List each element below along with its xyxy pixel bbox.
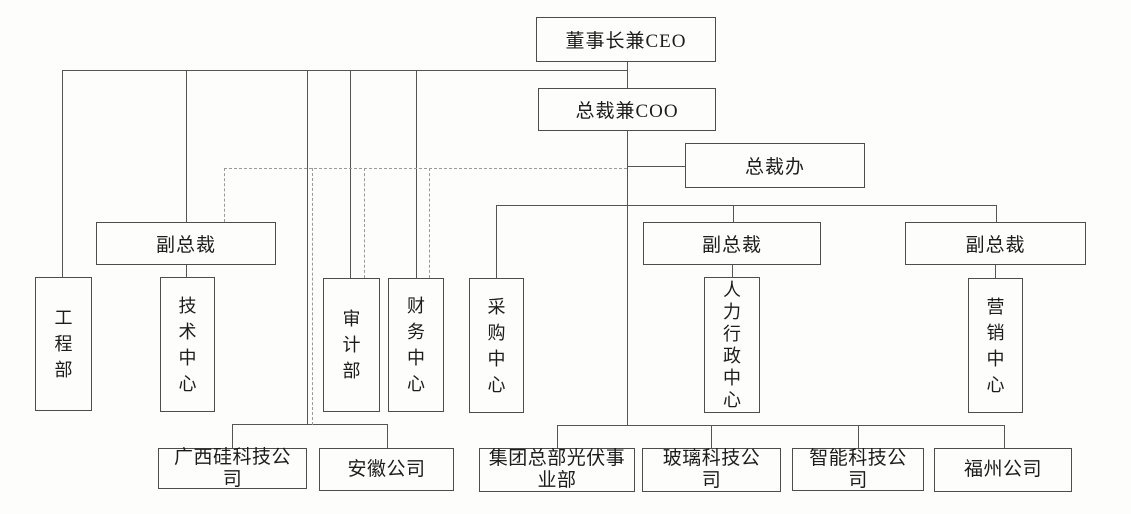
org-node-finance-center: 财务中心 [388,278,444,412]
org-node-label: 副总裁 [701,235,762,256]
dashed-audit [364,168,365,278]
connector-fuzhou [1004,425,1005,448]
org-node-engineering-dept: 工程部 [35,277,92,411]
connector-procurement [496,205,497,278]
org-node-procurement-center: 采购中心 [469,278,524,413]
org-node-ceo: 董事长兼CEO [536,17,716,62]
connector-group-pv [557,425,558,448]
org-node-label: 人力行政中心 [723,280,741,410]
org-node-label: 广西硅科技公 司 [173,446,291,490]
connector-bottom-left-rail [232,424,387,425]
connector-president-office [627,166,685,167]
connector-vp-mid-hr [732,265,733,277]
org-node-label: 董事长兼CEO [565,31,687,52]
org-node-glass-tech: 玻璃科技公 司 [642,448,781,492]
connector-smart [858,425,859,448]
org-node-group-pv: 集团总部光伏事 业部 [479,448,635,492]
org-node-label: 工程部 [54,308,73,380]
connector-glass [711,425,712,448]
dashed-vp-left [224,168,225,222]
org-node-label: 采购中心 [487,296,506,395]
connector-ceo-coo [627,62,628,88]
org-node-label: 玻璃科技公 司 [662,448,761,491]
org-node-label: 安徽公司 [347,458,426,480]
connector-audit [350,70,351,278]
connector-engineering [62,70,63,277]
org-node-label: 总裁兼COO [575,101,679,122]
org-node-guangxi-silicon: 广西硅科技公 司 [158,446,307,490]
org-node-fuzhou: 福州公司 [934,448,1072,492]
org-node-hr-admin-center: 人力行政中心 [704,277,760,413]
org-node-anhui: 安徽公司 [319,448,454,491]
org-node-tech-center: 技术中心 [160,277,215,412]
connector-finance [416,70,417,278]
connector-vp-left [186,70,187,222]
org-node-coo: 总裁兼COO [538,88,716,131]
org-node-label: 集团总部光伏事 业部 [488,448,626,491]
connector-vp-right-marketing [995,265,996,278]
org-node-marketing-center: 营销中心 [968,278,1023,413]
dashed-finance [429,168,430,278]
org-node-vp-right: 副总裁 [905,222,1086,265]
org-node-label: 副总裁 [155,235,216,256]
org-node-label: 审计部 [342,309,361,381]
connector-vp-left-tech [186,265,187,277]
connector-center-trunk [627,131,628,425]
org-node-label: 营销中心 [986,296,1005,395]
org-node-audit-dept: 审计部 [323,278,380,412]
connector-right-rail [496,205,996,206]
connector-guangxi [232,424,233,448]
org-node-president-office: 总裁办 [685,143,865,188]
connector-anhui [387,424,388,448]
connector-bottom-right-rail [557,425,1004,426]
org-node-vp-mid: 副总裁 [643,222,821,265]
org-node-label: 财务中心 [407,296,425,394]
connector-vp-mid [733,205,734,222]
connector-top-rail [62,70,628,71]
org-node-label: 智能科技公 司 [809,447,907,491]
org-node-smart-tech: 智能科技公 司 [792,448,924,491]
org-node-label: 总裁办 [744,157,805,178]
org-node-label: 技术中心 [178,295,197,394]
connector-vp-right [996,205,997,222]
org-node-label: 福州公司 [963,459,1042,480]
dashed-bottom-left-drop [312,168,313,425]
org-node-vp-left: 副总裁 [96,222,276,265]
dashed-rail [224,168,627,169]
connector-bottom-left-drop [307,70,308,424]
org-node-label: 副总裁 [965,235,1026,256]
